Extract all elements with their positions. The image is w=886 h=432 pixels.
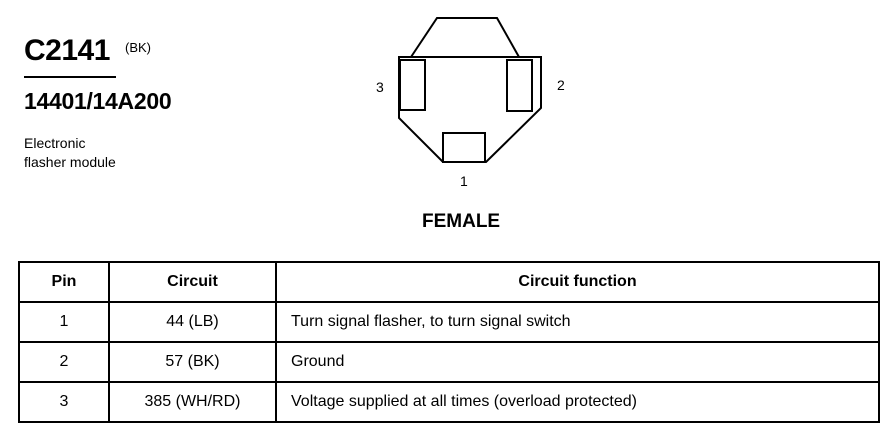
pin-circuit-table: Pin Circuit Circuit function 1 44 (LB) T… xyxy=(18,261,880,423)
connector-id: C2141 xyxy=(24,34,110,67)
header-circuit: Circuit xyxy=(108,261,277,303)
pin-3-label: 3 xyxy=(376,79,384,95)
part-number: 14401/14A200 xyxy=(24,88,172,114)
connector-latch xyxy=(410,17,520,58)
cell-pin: 2 xyxy=(18,341,110,383)
description-line-2: flasher module xyxy=(24,154,116,170)
description-line-1: Electronic xyxy=(24,135,86,151)
table-header-row: Pin Circuit Circuit function xyxy=(18,261,880,303)
cell-circuit: 385 (WH/RD) xyxy=(108,381,277,423)
header-pin: Pin xyxy=(18,261,110,303)
cell-circuit: 57 (BK) xyxy=(108,341,277,383)
connector-face-diagram: 3 2 1 xyxy=(376,17,565,189)
pin-2-label: 2 xyxy=(557,77,565,93)
header-circuit-function: Circuit function xyxy=(275,261,880,303)
title-divider xyxy=(24,76,116,78)
connector-gender-label: FEMALE xyxy=(422,211,501,232)
cell-function: Voltage supplied at all times (overload … xyxy=(275,381,880,423)
connector-color-code: (BK) xyxy=(125,40,151,55)
pin-1-cavity xyxy=(442,132,486,163)
pin-1-label: 1 xyxy=(460,173,468,189)
cell-function: Ground xyxy=(275,341,880,383)
pin-3-cavity xyxy=(399,59,426,111)
table-row: 1 44 (LB) Turn signal flasher, to turn s… xyxy=(18,301,880,343)
table-row: 3 385 (WH/RD) Voltage supplied at all ti… xyxy=(18,381,880,423)
cell-function: Turn signal flasher, to turn signal swit… xyxy=(275,301,880,343)
cell-circuit: 44 (LB) xyxy=(108,301,277,343)
table-row: 2 57 (BK) Ground xyxy=(18,341,880,383)
pin-2-cavity xyxy=(506,59,533,112)
cell-pin: 1 xyxy=(18,301,110,343)
cell-pin: 3 xyxy=(18,381,110,423)
